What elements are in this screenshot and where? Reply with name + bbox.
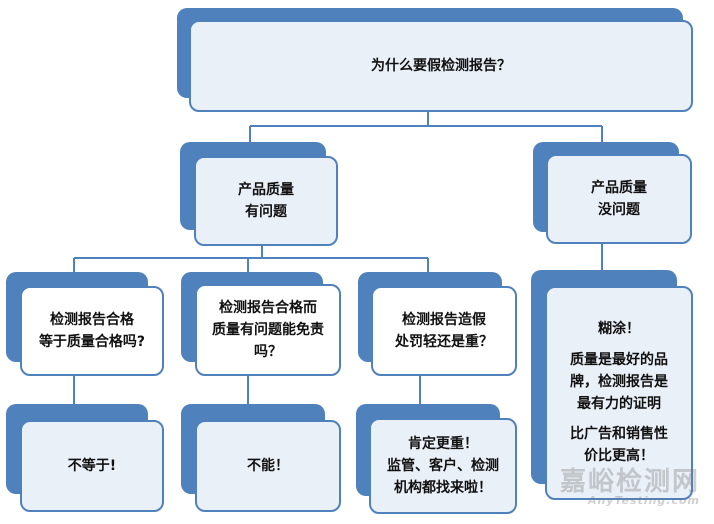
right-answer-line-1: 糊涂！ xyxy=(598,321,640,338)
answer-3-line-1: 肯定更重！ xyxy=(408,435,478,452)
quality-problem-line-1: 产品质量 xyxy=(238,181,294,198)
watermark: 嘉峪检测网 AnyTesting.com xyxy=(560,469,700,506)
right-answer-line-4: 最有力的证明 xyxy=(577,396,661,412)
root-question-text: 为什么要假检测报告？ xyxy=(371,57,511,74)
question-2-line-2: 质量有问题能免责 xyxy=(212,321,324,338)
right-answer-line-6: 价比更高！ xyxy=(584,448,654,465)
answer-1-text: 不等于! xyxy=(67,457,117,474)
answer-3-line-2: 监管、客户、检测 xyxy=(387,457,499,474)
answer-3-line-3: 机构都找来啦！ xyxy=(394,480,492,497)
watermark-en-text: AnyTesting.com xyxy=(587,494,700,507)
question-3-line-1: 检测报告造假 xyxy=(402,311,486,328)
right-answer-line-3: 牌，检测报告是 xyxy=(570,373,668,390)
question-2-line-1: 检测报告合格而 xyxy=(219,299,317,316)
question-3-line-2: 处罚轻还是重？ xyxy=(395,334,493,350)
connector-left-to-questions xyxy=(73,246,429,276)
right-answer-line-2: 质量是最好的品 xyxy=(570,351,668,368)
quality-problem-line-2: 有问题 xyxy=(245,204,287,220)
answer-2-text: 不能！ xyxy=(247,457,289,474)
right-answer-line-5: 比广告和销售性 xyxy=(570,426,668,443)
watermark-cn-text: 嘉峪检测网 xyxy=(559,467,700,497)
question-1-line-1: 检测报告合格 xyxy=(50,311,134,328)
question-1-line-2: 等于质量合格吗? xyxy=(38,334,146,350)
quality-ok-line-2: 没问题 xyxy=(598,202,640,218)
question-2-line-3: 吗？ xyxy=(254,344,282,361)
connector-root-to-branches xyxy=(249,112,603,156)
quality-ok-line-1: 产品质量 xyxy=(591,179,647,196)
